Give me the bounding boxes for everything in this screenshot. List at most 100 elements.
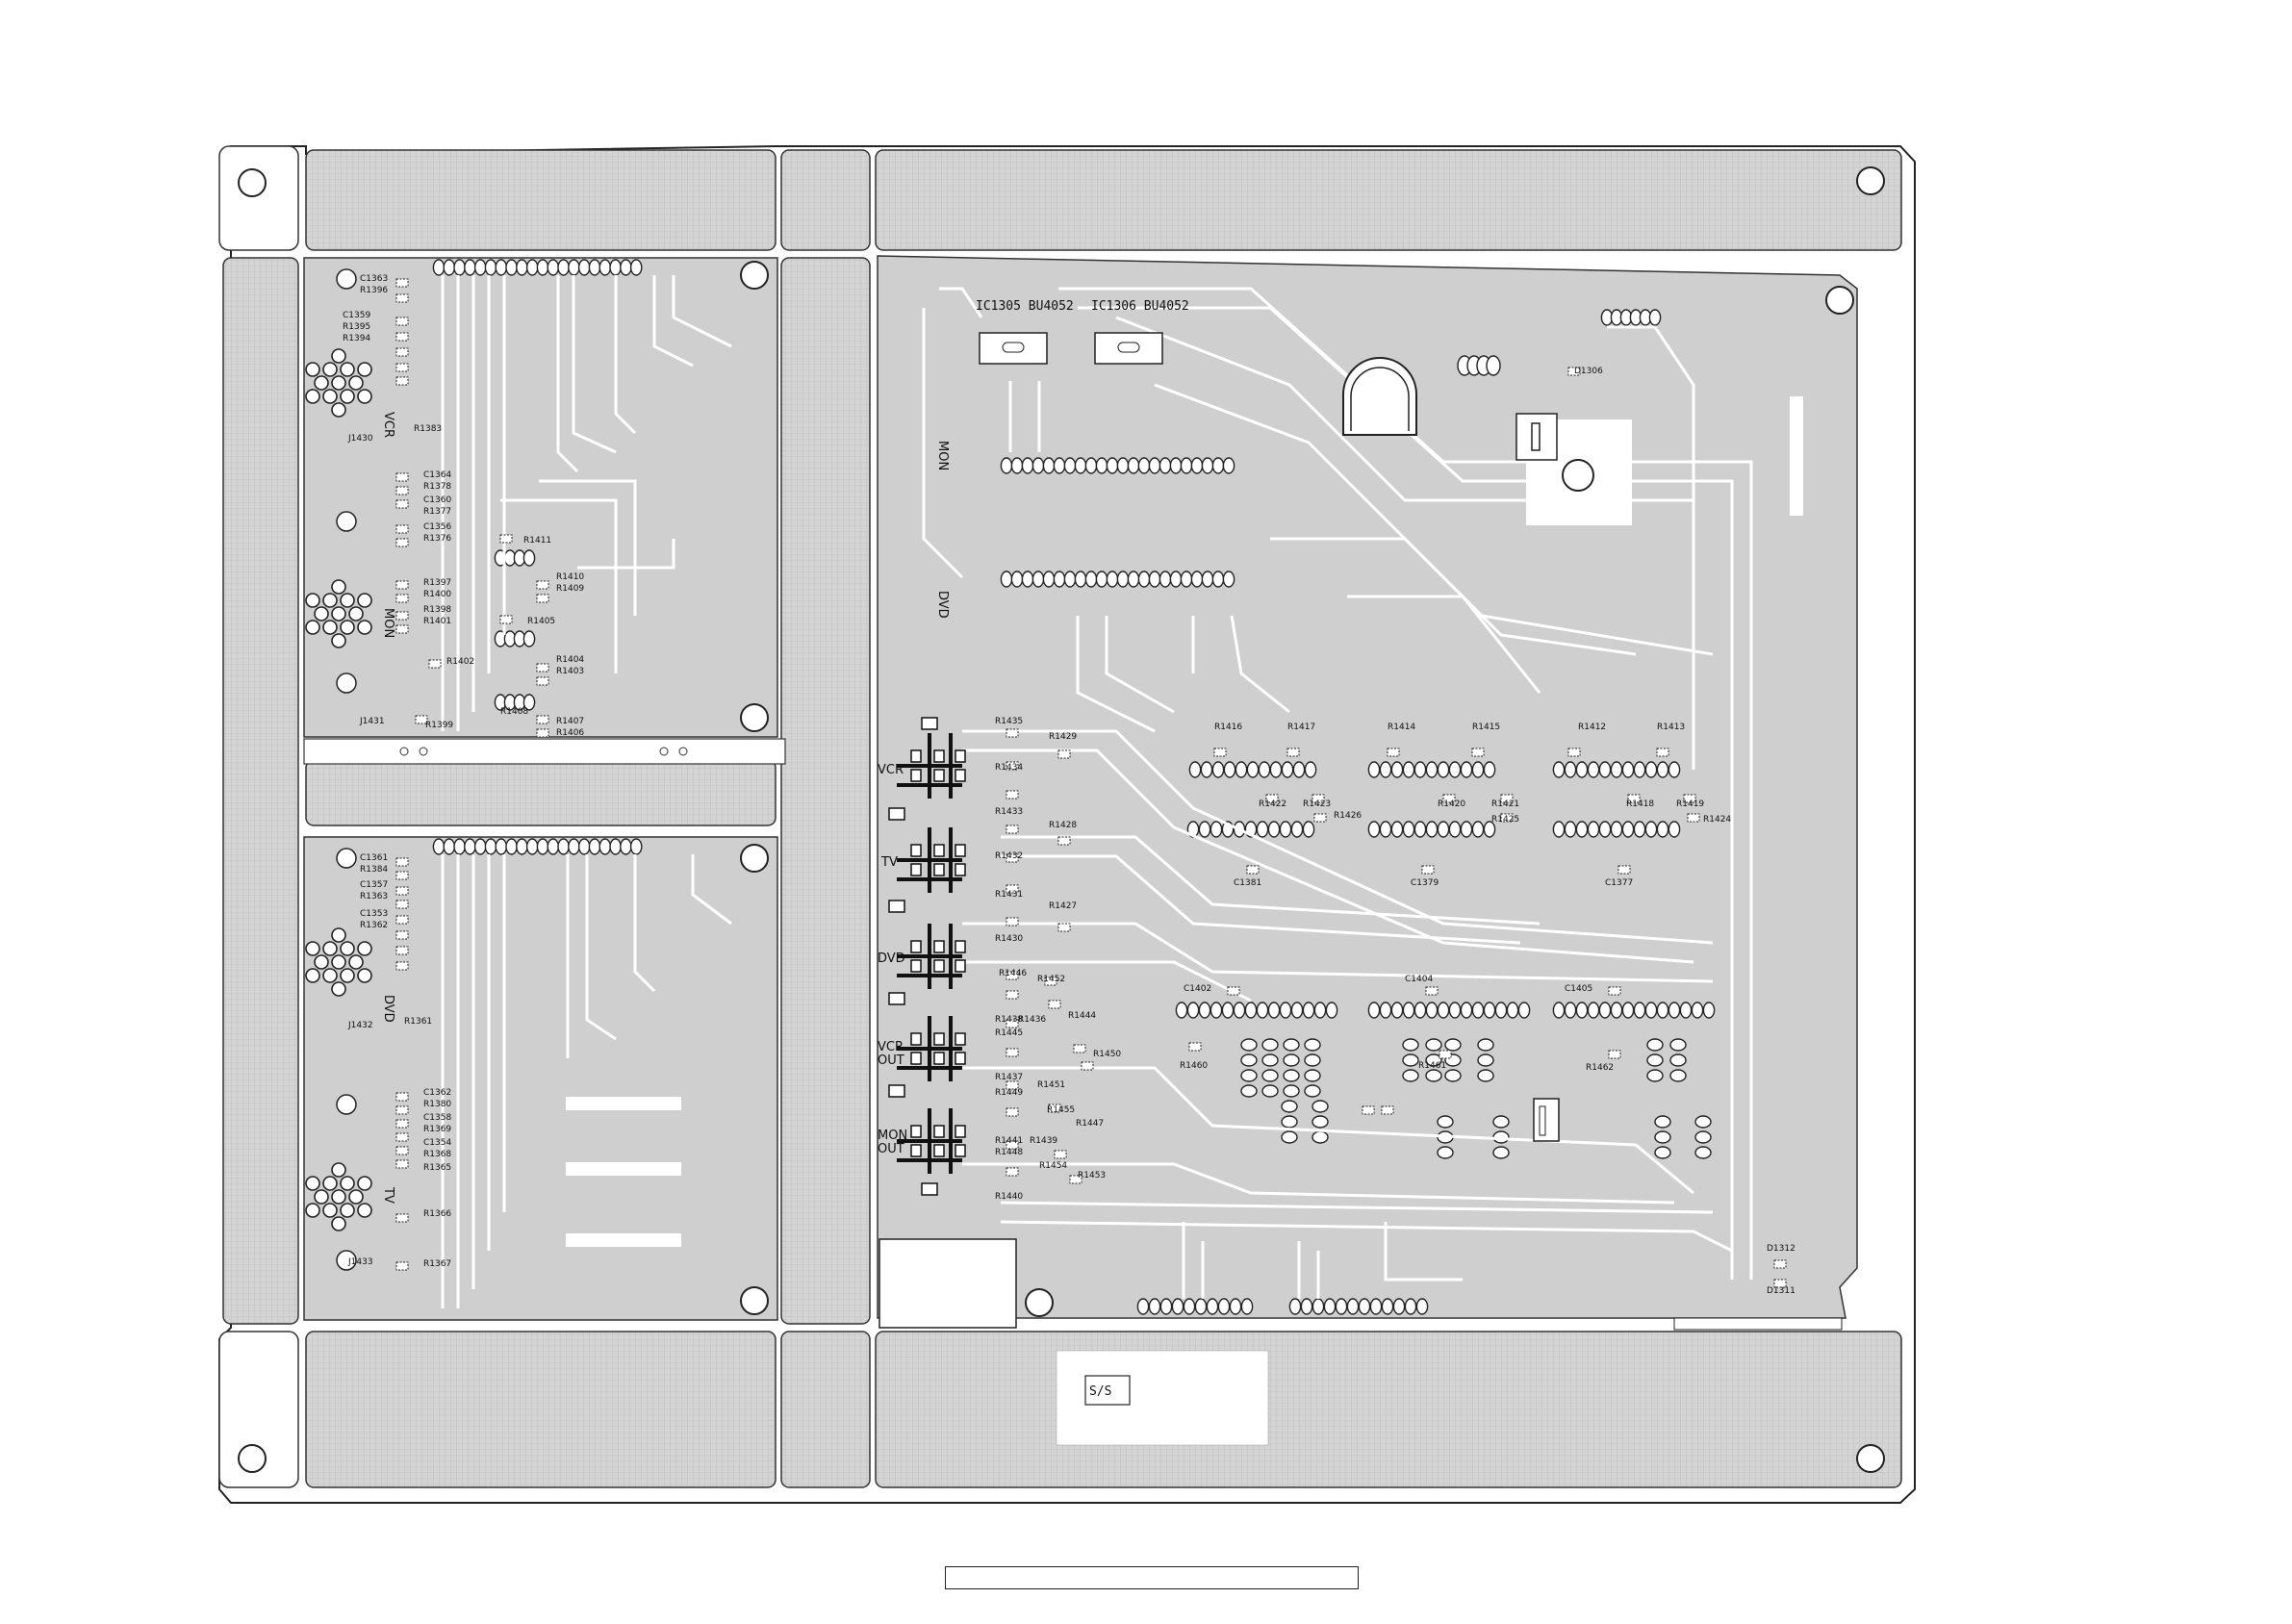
ref-label: R1462 — [1586, 1063, 1614, 1073]
header-pin — [1369, 1298, 1383, 1315]
ref-label: R1380 — [423, 1100, 451, 1109]
header-pin — [1621, 761, 1635, 778]
jack-label-tv: TV — [880, 855, 898, 870]
header-pin — [1279, 821, 1292, 838]
smd-part — [1006, 1107, 1019, 1117]
rca-pad — [340, 620, 355, 635]
header-pin — [1575, 821, 1589, 838]
header-pin — [1283, 1069, 1300, 1082]
smd-part — [1567, 748, 1581, 757]
ref-label: R1406 — [556, 728, 584, 738]
ref-label: C1363 — [360, 274, 388, 284]
header-pin — [1313, 1002, 1327, 1019]
header-pin — [1175, 1002, 1188, 1019]
header-pin — [1222, 571, 1235, 588]
header-pin — [516, 838, 528, 855]
smd-part — [1656, 748, 1669, 757]
smd-part — [1006, 825, 1019, 834]
header-pin — [1148, 457, 1161, 474]
smd-part — [1006, 761, 1019, 771]
header-pin — [1402, 1053, 1419, 1067]
ref-label: R1365 — [423, 1163, 451, 1173]
smd-part — [395, 524, 409, 534]
ref-label: R1421 — [1491, 799, 1519, 809]
smd-part — [395, 961, 409, 971]
jack-pad — [933, 769, 945, 782]
sub-board-dvd-tv — [303, 836, 778, 1321]
header-pin — [1312, 1100, 1329, 1113]
header-pin — [1136, 1298, 1150, 1315]
jack-label-mon-out-1: MON — [878, 1129, 907, 1143]
header-pin — [1222, 457, 1235, 474]
jack-label-mon-out-2: OUT — [878, 1142, 904, 1156]
smd-part — [1044, 977, 1057, 986]
smd-part — [536, 663, 549, 672]
header-pin — [1201, 571, 1214, 588]
smd-part — [1286, 748, 1300, 757]
jack-pad — [955, 1032, 966, 1046]
rca-pad — [305, 1176, 320, 1191]
smd-part — [1006, 1019, 1019, 1028]
header-pin — [1448, 821, 1462, 838]
header-pin — [1415, 1298, 1429, 1315]
header-pin — [1240, 1084, 1258, 1098]
header-pin — [453, 259, 466, 276]
stamp-label: S/S — [1089, 1384, 1111, 1399]
smd-part — [395, 1146, 409, 1155]
header-pin — [1679, 1002, 1693, 1019]
bottom-connector-frame — [879, 1238, 1017, 1329]
rca-pad — [331, 606, 346, 622]
ref-label: R1430 — [995, 934, 1023, 944]
sub-board-vcr-mon — [303, 257, 778, 738]
rca-pad — [322, 389, 338, 404]
header-pin — [577, 259, 591, 276]
corner-tab-tl — [218, 145, 299, 251]
ref-label: R1425 — [1491, 815, 1519, 825]
rca-pad — [331, 348, 346, 364]
smd-part — [1425, 986, 1439, 996]
header-pin — [1210, 821, 1223, 838]
header-pin — [1137, 571, 1151, 588]
ref-label: R1423 — [1303, 799, 1331, 809]
header-pin — [1390, 1002, 1404, 1019]
v-score-line — [303, 738, 786, 765]
header-pin — [473, 259, 487, 276]
jack-pad — [955, 769, 966, 782]
jack-label-vcr: VCR — [878, 763, 904, 777]
smd-part — [395, 1159, 409, 1169]
header-pin — [1010, 457, 1024, 474]
header-pin — [1000, 457, 1013, 474]
smd-part — [1081, 1061, 1094, 1071]
ic1305 — [979, 332, 1048, 365]
ref-label: C1381 — [1234, 878, 1261, 888]
ref-label: R1384 — [360, 865, 388, 875]
header-pin — [1127, 457, 1140, 474]
smd-part — [395, 499, 409, 509]
header-pin — [1021, 571, 1034, 588]
header-pin — [568, 259, 580, 276]
smd-part — [1006, 728, 1019, 738]
header-pin — [1229, 1298, 1242, 1315]
stamp-box — [1084, 1375, 1131, 1406]
smd-part — [1421, 865, 1435, 875]
header-pin — [1159, 1298, 1173, 1315]
ref-label: R1427 — [1049, 901, 1077, 911]
header-pin — [1290, 821, 1304, 838]
rca-pad — [331, 954, 346, 970]
ref-label: R1451 — [1037, 1080, 1065, 1090]
header-pin — [1702, 1002, 1716, 1019]
header-pin — [1552, 761, 1566, 778]
corner-tab-bl — [218, 1331, 299, 1488]
ref-label: R1432 — [995, 851, 1023, 861]
header-pin — [1261, 1053, 1279, 1067]
jack-pad — [955, 1144, 966, 1157]
mount-hole-bl — [238, 1444, 267, 1473]
ref-label: C1359 — [343, 311, 370, 320]
mount-hole-inner — [1562, 459, 1594, 492]
ref-label: R1398 — [423, 605, 451, 615]
bottom-white-strip — [1673, 1317, 1843, 1331]
smd-part — [1246, 865, 1260, 875]
header-pin — [1323, 1298, 1337, 1315]
header-pin — [1598, 761, 1612, 778]
